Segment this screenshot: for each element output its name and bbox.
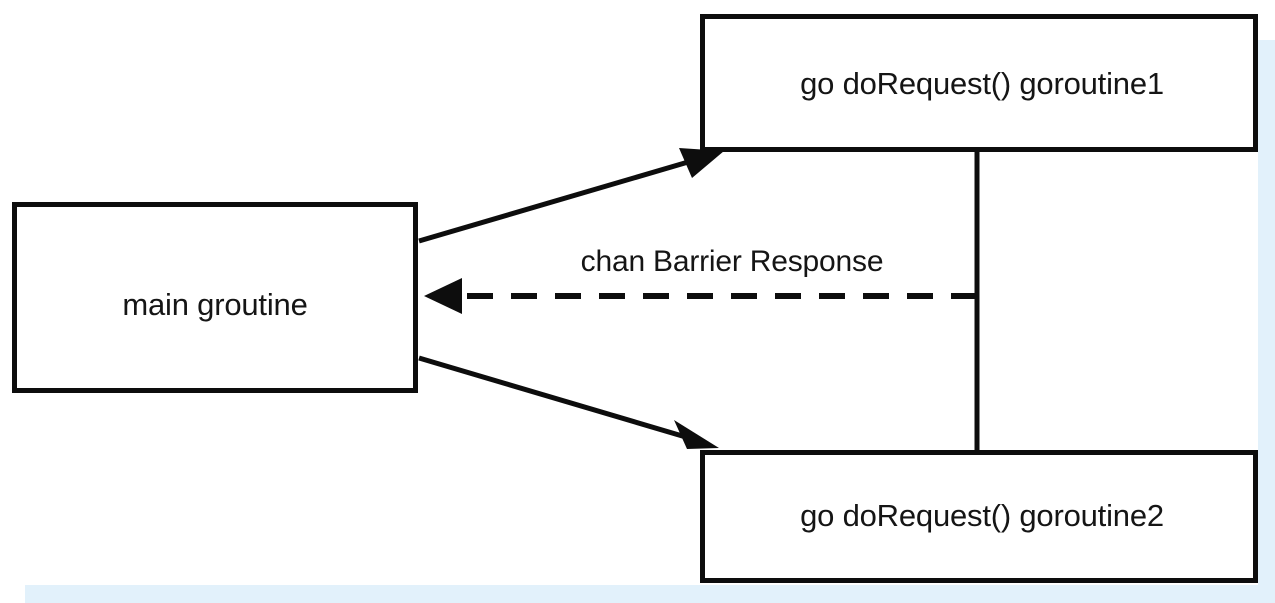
edge-spawn-goroutine2 [418,355,719,449]
node-main-groutine[interactable]: main groutine [12,202,418,393]
node-main-groutine-box[interactable] [12,202,418,393]
node-goroutine2-box[interactable] [700,450,1258,583]
edge-spawn-goroutine1 [418,148,724,244]
node-goroutine2-label: go doRequest() goroutine2 [800,498,1164,533]
edge-label-barrier-response: chan Barrier Response [581,245,884,278]
edge-barrier-response [424,278,977,314]
node-goroutine1-label: go doRequest() goroutine1 [800,66,1164,101]
arrow-head-goroutine2 [674,420,719,449]
background-tint-bottom [25,585,1275,603]
arrow-head-goroutine1 [679,148,724,178]
arrow-head-barrier-response [424,278,462,314]
node-goroutine1-box[interactable] [700,14,1258,152]
node-goroutine1[interactable]: go doRequest() goroutine1 [700,14,1258,152]
node-main-groutine-label: main groutine [122,287,307,322]
background-tint-right [1258,40,1275,603]
node-goroutine2[interactable]: go doRequest() goroutine2 [700,450,1258,583]
